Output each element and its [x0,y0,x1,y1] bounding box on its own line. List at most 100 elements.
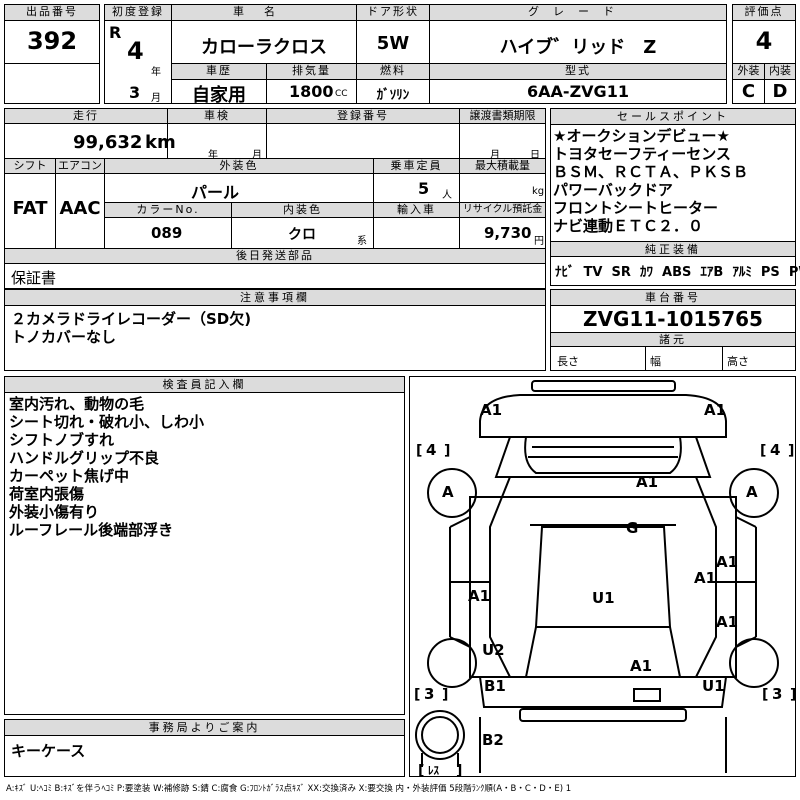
type: 6AA-ZVG11 [527,82,629,101]
reg-year: 4 [127,37,144,65]
grade-label: グレード [429,4,727,21]
grade-cell: ハイブ゛リッド Z [429,20,727,64]
spare-bracket-close: ] [456,763,462,776]
door: 5W [376,33,410,54]
transfer-month-unit: 月 [490,150,500,161]
sales-point-item: パワーバックドア [553,181,673,199]
spare-label: ﾚｽ [428,764,439,777]
chassis-block: 車台番号 ZVG11-1015765 諸元 長さ 幅 高さ [550,289,796,371]
lot-no-label: 出品番号 [4,4,100,21]
inspector-lines: 室内汚れ、動物の毛シート切れ・破れ小、しわ小シフトノブすれハンドルグリップ不良カ… [9,395,204,539]
dims-length: 長さ [550,346,646,371]
width-label: 幅 [650,355,661,368]
import-label: 輸入車 [373,202,460,218]
displacement-unit: CC [335,89,348,99]
lot-no: 392 [26,27,78,55]
office-block: 事務局よりご案内 キーケース [4,719,405,777]
header-block: 出品番号 392 初度登録 R 4 年 3 月 車名 カローラクロス ドア形状 … [4,4,796,106]
spare-bracket: [ [418,763,424,776]
damage-mark: G [626,519,639,537]
damage-mark: A1 [468,587,491,605]
capacity-label: 乗車定員 [373,158,460,174]
damage-mark: A1 [716,613,739,631]
dims-title: 諸元 [551,332,795,347]
insp-month-unit: 月 [252,150,262,161]
damage-mark: A1 [694,569,717,587]
history-cell: 自家用 [171,79,267,106]
notes-block: 注意事項欄 ２カメラドライレコーダー（SD欠)トノカバーなし [4,289,546,371]
exterior-cell: C [732,79,765,104]
displacement-label: 排気量 [266,63,357,80]
sales-point-item: ★オークションデビュー★ [553,127,730,145]
year-unit: 年 [151,67,161,78]
tire-front-left: 4 [426,441,437,459]
tire-bracket-rr-close: ] [790,687,795,703]
inspector-note-item: カーペット焦げ中 [9,467,130,485]
int-color-unit: 系 [357,236,367,247]
era: R [109,23,122,42]
month-unit: 月 [151,93,161,104]
tire-rear-right: 3 [772,685,783,703]
tire-bracket-rl: [ [414,687,420,703]
office-text: キーケース [11,742,86,760]
sales-title: セールスポイント [551,109,795,125]
legend: A:ｷｽﾞ U:ﾍｺﾐ B:ｷｽﾞを伴うﾍｺﾐ P:要塗装 W:補修跡 S:錆 … [6,784,572,794]
mileage-unit: km [145,132,176,153]
notes-title: 注意事項欄 [5,290,545,306]
model: カローラクロス [201,37,327,58]
fuel: ｶﾞｿﾘﾝ [376,88,410,103]
inspector-block: 検査員記入欄 室内汚れ、動物の毛シート切れ・破れ小、しわ小シフトノブすれハンドル… [4,376,405,715]
damage-mark: A [746,483,758,501]
int-color-cell: クロ 系 [231,217,374,249]
lot-no-lower [4,63,100,104]
shift-label: シフト [4,158,56,174]
fuel-label: 燃料 [356,63,430,80]
damage-mark: U1 [702,677,725,695]
damage-mark: A1 [636,473,659,491]
load-label: 最大積載量 [459,158,546,174]
interior-cell: D [764,79,796,104]
load-cell: kg [459,173,546,203]
interior-label: 内装 [764,63,796,80]
reg-no-label: 登録番号 [266,108,460,124]
note-item: ２カメラドライレコーダー（SD欠) [11,310,252,328]
recycle: 9,730 [484,224,532,242]
color: パール [190,183,239,202]
displacement: 1800 [289,82,334,101]
mileage-cell: 99,632 km [4,123,176,159]
tire-rear-left: 3 [424,685,435,703]
color-no: 089 [151,224,183,242]
dims-height: 高さ [722,346,796,371]
inspection-cell: 年 月 [167,123,267,161]
transfer-cell: 月 日 [459,123,546,161]
damage-mark: A1 [480,401,503,419]
damage-mark: U2 [482,641,505,659]
later-parts: 保証書 [11,269,57,287]
inspector-note-item: シート切れ・破れ小、しわ小 [9,413,205,431]
damage-mark: A [442,483,454,501]
color-no-label: カラーNo. [104,202,232,218]
load-unit: kg [532,186,545,197]
displacement-cell: 1800 CC [266,79,357,104]
inspector-note-item: ハンドルグリップ不良 [9,449,160,467]
model-label: 車名 [171,4,357,21]
inspector-note-item: 室内汚れ、動物の毛 [9,395,145,413]
sales-point-item: ＢＳＭ、ＲＣＴＡ、ＰＫＳＢ [553,163,749,181]
shift: FAT [12,198,48,219]
inspector-note-item: 外装小傷有り [9,503,100,521]
reg-no-cell [266,123,460,159]
model-cell: カローラクロス [171,20,357,64]
tire-bracket-fr: [ [760,443,766,459]
reg-month: 3 [129,83,141,102]
car-outline: [ ] [ ] [ ] [ ] [ ] [414,380,795,776]
grade: ハイブ゛リッド Z [499,37,657,58]
chassis-title: 車台番号 [551,290,795,306]
damage-mark: A1 [704,401,727,419]
inspector-title: 検査員記入欄 [5,377,404,393]
ac: AAC [59,198,101,219]
insp-year-unit: 年 [208,150,218,161]
recycle-label: リサイクル預託金 [459,202,546,218]
tire-bracket-rr: [ [762,687,768,703]
